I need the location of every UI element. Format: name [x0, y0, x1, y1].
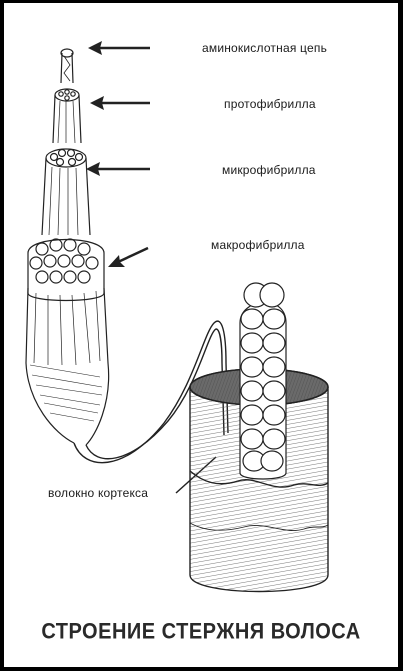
- arrow-left-icon: [108, 248, 148, 267]
- label-macrofibril: макрофибрилла: [211, 238, 305, 252]
- hair-structure-illustration: [4, 3, 398, 667]
- label-protofibril: протофибрилла: [224, 97, 316, 111]
- arrow-left-icon: [86, 162, 150, 176]
- diagram-panel: аминокислотная цепь протофибрилла микроф…: [4, 3, 398, 667]
- label-cortex-fiber: волокно кортекса: [48, 486, 148, 500]
- label-amino-chain: аминокислотная цепь: [202, 41, 327, 55]
- arrow-left-icon: [88, 41, 150, 55]
- label-microfibril: микрофибрилла: [222, 163, 316, 177]
- arrow-left-icon: [90, 96, 150, 110]
- diagram-title: СТРОЕНИЕ СТЕРЖНЯ ВОЛОСА: [4, 620, 398, 645]
